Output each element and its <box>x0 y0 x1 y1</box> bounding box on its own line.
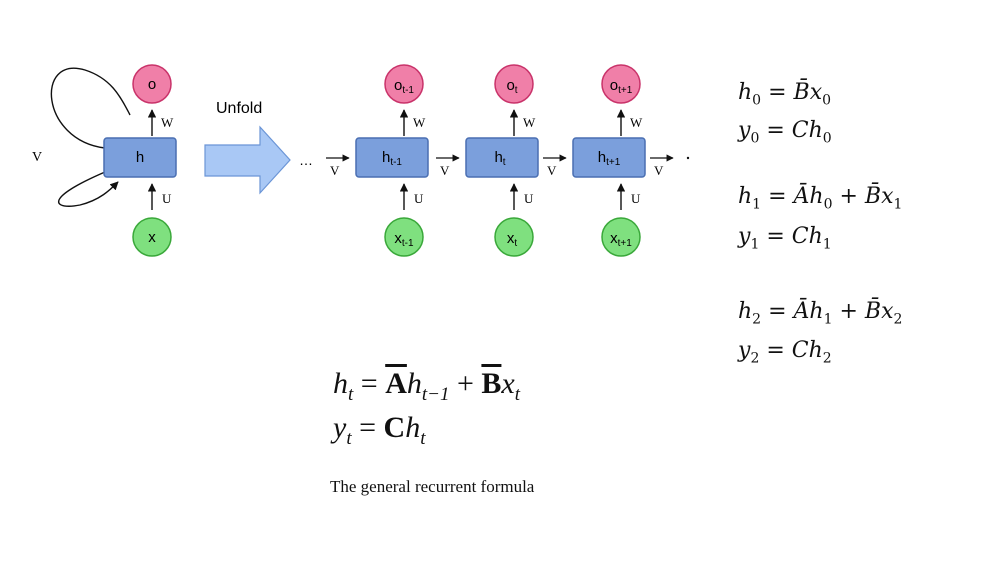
hidden-node <box>572 137 646 178</box>
output-weight-label: W <box>630 115 643 130</box>
equation-y0: y0 = Ch0 <box>738 118 832 147</box>
equation-y2: y2 = Ch2 <box>738 338 832 367</box>
unfold-label: Unfold <box>216 100 262 117</box>
output-weight-label: W <box>413 115 426 130</box>
transition-weight-2: V <box>547 163 557 178</box>
ellipsis: … <box>299 152 313 168</box>
input-node-label: xt+1 <box>610 230 632 249</box>
unfold-arrow <box>204 125 291 195</box>
hidden-node <box>103 137 177 178</box>
input-node <box>384 217 424 257</box>
hidden-node-label: ht-1 <box>382 149 402 168</box>
output-weight-label: W <box>161 115 174 130</box>
input-weight-label: U <box>414 191 424 206</box>
self-loop-weight: V <box>32 150 42 165</box>
self-loop-return <box>57 171 119 207</box>
transition-weight-1: V <box>440 163 450 178</box>
output-weight-label: W <box>523 115 536 130</box>
step-t-plus-1: ot+1 W ht+1 U xt+1 <box>572 64 646 257</box>
equation-h0: h0 = B̄x0 <box>738 80 832 109</box>
folded-rnn: V o W h U x <box>32 64 177 257</box>
input-weight-label: U <box>524 191 534 206</box>
output-node <box>494 64 534 104</box>
input-node <box>132 217 172 257</box>
unfolded-rnn: … V ot-1 W ht-1 U xt-1 V ot W ht U <box>299 64 690 257</box>
input-node-label: xt <box>507 230 518 249</box>
output-node <box>132 64 172 104</box>
output-node-label: ot-1 <box>394 77 414 96</box>
input-node-label: x <box>148 229 156 246</box>
output-node-label: ot <box>506 77 517 96</box>
general-equation-ht: ht = Aht−1 + Bxt <box>333 367 521 405</box>
input-weight-label: U <box>631 191 641 206</box>
output-node-label: o <box>148 76 156 93</box>
equation-h2: h2 = Āh1 + B̄x2 <box>738 299 903 328</box>
trailing-dot <box>686 156 690 160</box>
step-t: ot W ht U xt <box>465 64 539 257</box>
unfold-arrow-group: Unfold <box>204 100 291 195</box>
input-weight-label: U <box>162 191 172 206</box>
transition-weight-0: V <box>330 163 340 178</box>
input-node-label: xt-1 <box>394 230 414 249</box>
output-node <box>384 64 424 104</box>
general-equation-yt: yt = Cht <box>333 411 426 449</box>
self-loop-arrow <box>50 67 131 149</box>
hidden-node-label: ht <box>494 149 505 168</box>
equation-y1: y1 = Ch1 <box>738 224 832 253</box>
input-node <box>601 217 641 257</box>
output-node-label: ot+1 <box>610 77 633 96</box>
figure-caption: The general recurrent formula <box>330 477 535 496</box>
step-t-minus-1: ot-1 W ht-1 U xt-1 <box>355 64 429 257</box>
equation-h1: h1 = Āh0 + B̄x1 <box>738 184 903 213</box>
hidden-node <box>465 137 539 178</box>
hidden-node-label: ht+1 <box>598 149 621 168</box>
transition-weight-3: V <box>654 163 664 178</box>
input-node <box>494 217 534 257</box>
output-node <box>601 64 641 104</box>
hidden-node-label: h <box>136 149 144 166</box>
hidden-node <box>355 137 429 178</box>
